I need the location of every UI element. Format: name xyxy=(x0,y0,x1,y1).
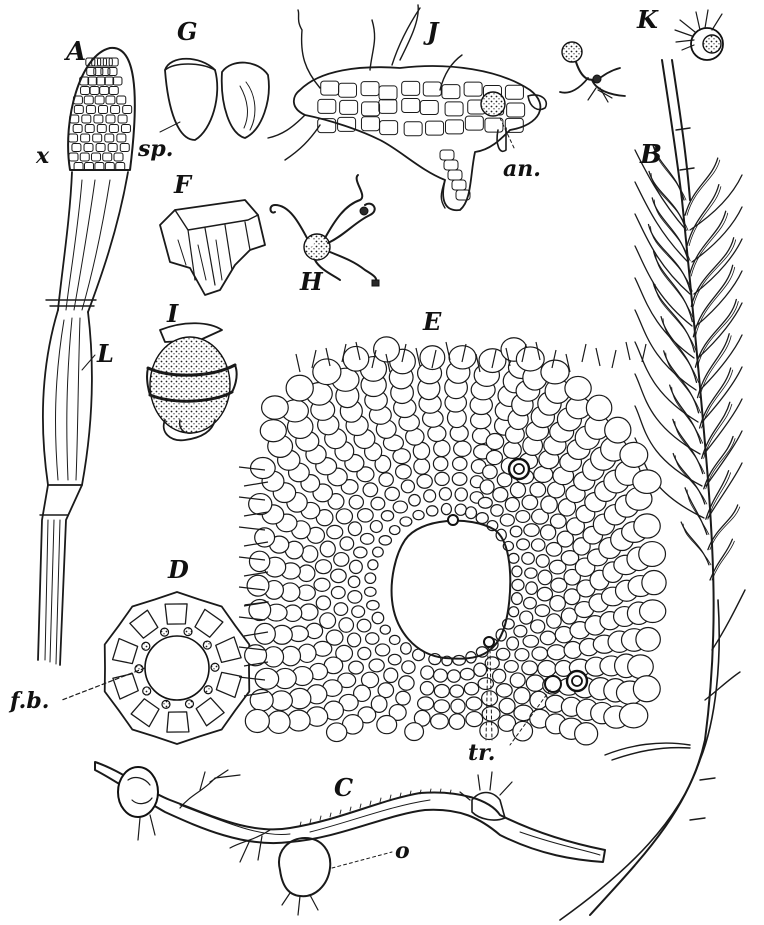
label-c: C xyxy=(334,773,353,802)
label-a: A xyxy=(63,37,86,67)
label-o: o xyxy=(395,838,410,864)
figure-g-sporangia xyxy=(160,59,269,140)
figure-k-spore xyxy=(675,10,723,60)
label-g: G xyxy=(177,17,198,46)
label-tr: tr. xyxy=(468,740,495,766)
figure-h-spore-elaters xyxy=(270,175,379,286)
figure-d-stem-cross-section xyxy=(62,592,249,744)
label-e: E xyxy=(422,307,442,336)
label-l: L xyxy=(96,339,114,368)
label-i: I xyxy=(166,299,179,328)
figure-germinating-spore xyxy=(560,42,625,102)
figure-a-fertile-stem xyxy=(38,48,135,665)
label-d: D xyxy=(167,555,189,584)
figure-e-cellular-section xyxy=(239,337,666,745)
label-h: H xyxy=(299,267,324,296)
label-an: an. xyxy=(503,156,541,182)
label-fb: f.b. xyxy=(8,688,49,714)
label-sp: sp. xyxy=(137,136,173,162)
label-f: F xyxy=(173,170,193,199)
figure-f-sporophyll xyxy=(160,200,265,295)
label-x: x xyxy=(35,143,50,169)
label-j: J xyxy=(423,17,440,46)
label-k: K xyxy=(636,5,659,34)
label-b: B xyxy=(639,140,662,170)
figure-i-coiled-spore xyxy=(147,323,237,440)
